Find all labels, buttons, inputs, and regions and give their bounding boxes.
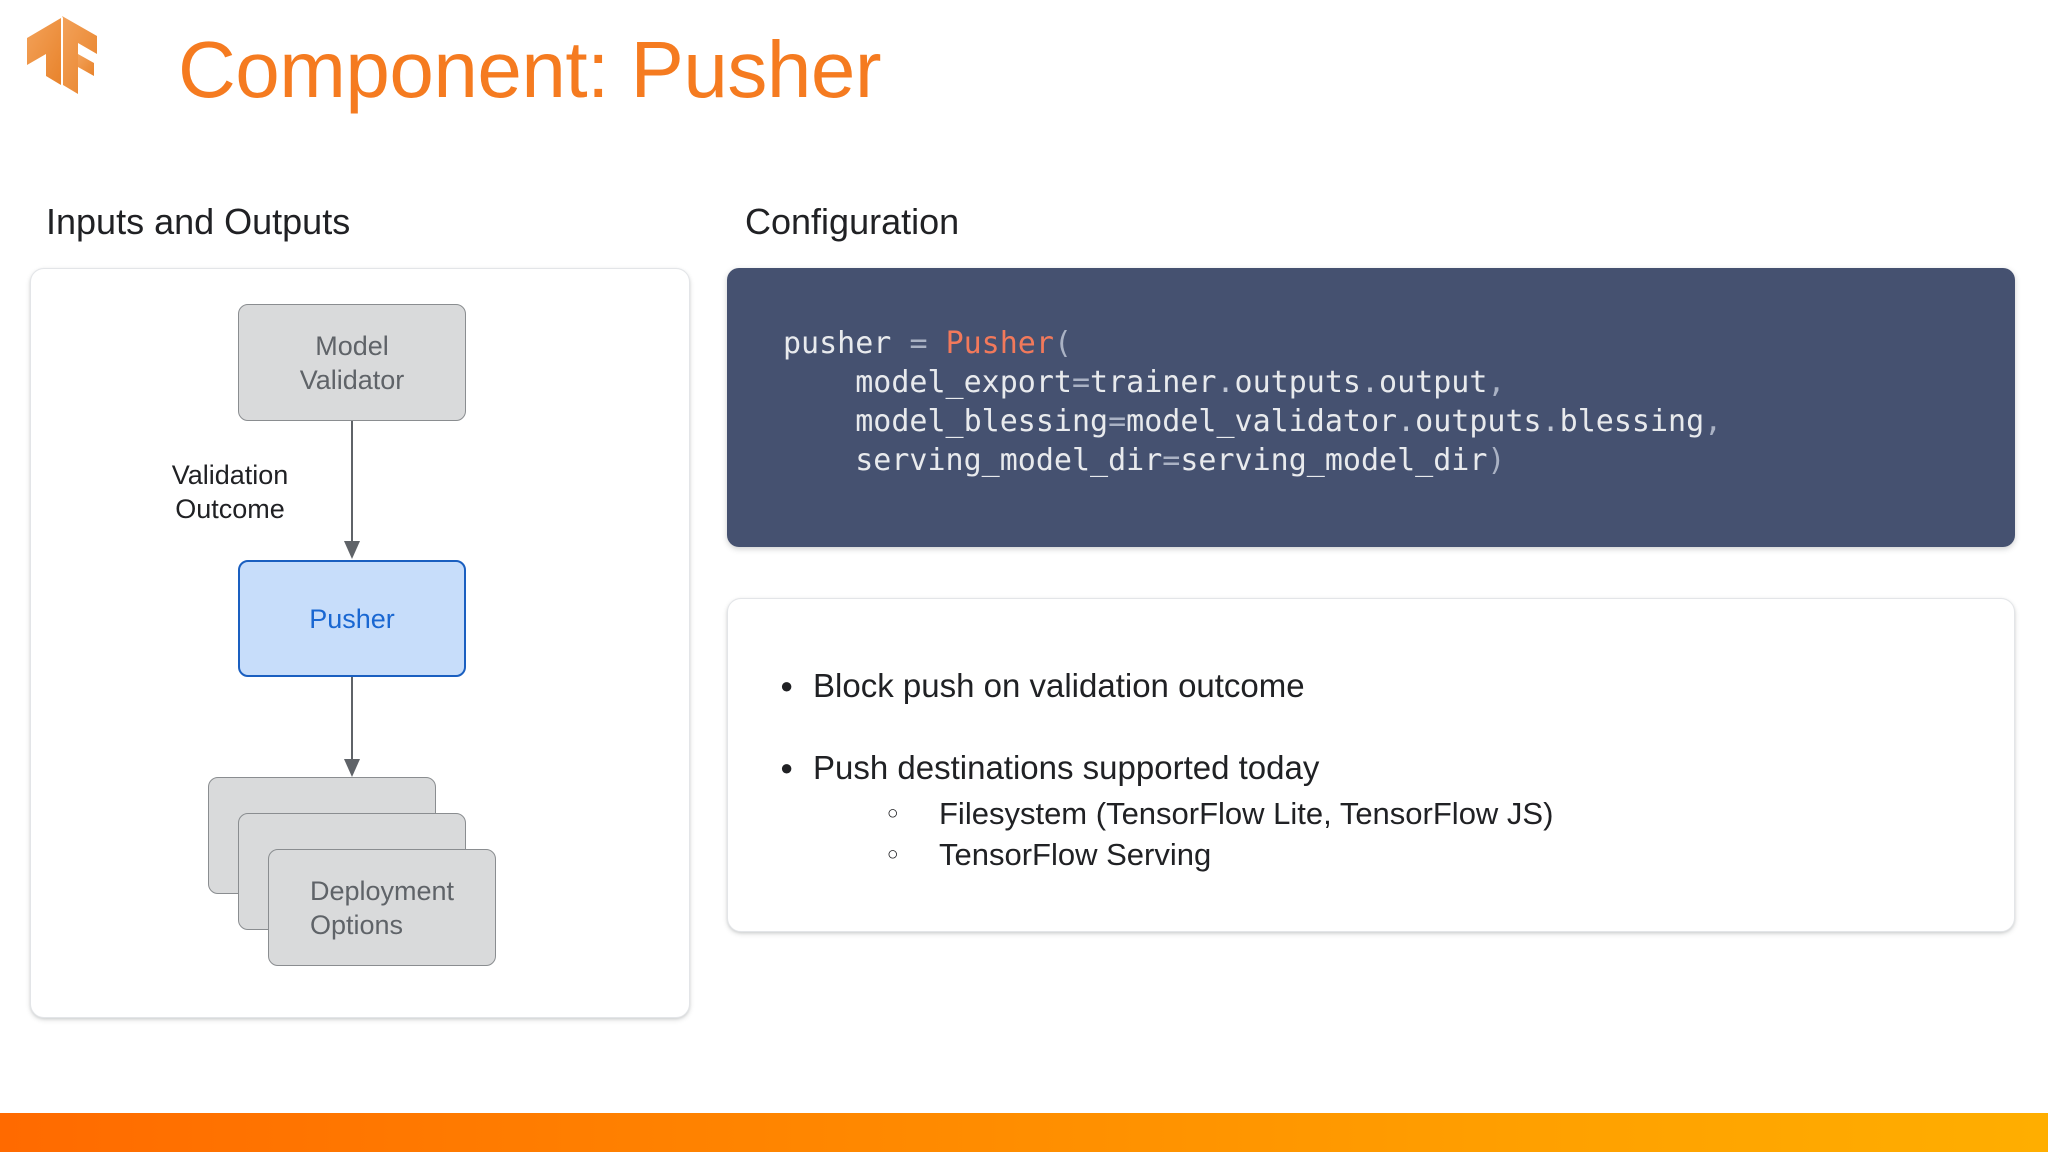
code-token: outputs xyxy=(1415,404,1542,439)
code-token: ( xyxy=(1053,326,1072,361)
tensorflow-logo-icon xyxy=(26,14,98,96)
code-token: . xyxy=(1360,365,1380,400)
code-token: = xyxy=(1108,404,1127,439)
list-item: ● Block push on validation outcome xyxy=(780,663,1974,709)
list-item: ● Push destinations supported today xyxy=(780,745,1974,791)
bullet-disc-icon: ● xyxy=(780,673,794,698)
bullet-circle-icon: ○ xyxy=(887,803,899,824)
code-token: = xyxy=(1162,443,1181,478)
code-token: , xyxy=(1704,404,1723,439)
code-token: serving_model_dir xyxy=(1180,443,1488,478)
code-token: pusher xyxy=(783,326,910,361)
code-token: model_blessing xyxy=(783,404,1109,439)
pusher-features-card: ● Block push on validation outcome ● Pus… xyxy=(727,598,2015,932)
code-token: model_validator xyxy=(1126,404,1398,439)
code-token: outputs xyxy=(1234,365,1361,400)
bullet-circle-icon: ○ xyxy=(887,844,899,865)
code-token: trainer xyxy=(1090,365,1217,400)
code-token-function: Pusher xyxy=(945,326,1054,361)
diagram-connectors xyxy=(344,421,360,777)
code-token: = xyxy=(909,326,946,361)
node-pusher-label: Pusher xyxy=(309,603,395,634)
node-label-line-2: Validator xyxy=(299,364,405,395)
code-token: model_export xyxy=(783,365,1072,400)
sub-list-item: ○ Filesystem (TensorFlow Lite, TensorFlo… xyxy=(887,793,1974,834)
page-title: Component: Pusher xyxy=(178,25,882,114)
bullet-disc-icon: ● xyxy=(780,755,794,780)
sub-list-item-label: TensorFlow Serving xyxy=(939,837,1212,872)
feature-bullet-list: ● Block push on validation outcome ● Pus… xyxy=(780,663,1974,875)
sub-list-item: ○ TensorFlow Serving xyxy=(887,834,1974,875)
code-token: . xyxy=(1397,404,1416,439)
section-heading-inputs-outputs: Inputs and Outputs xyxy=(46,201,351,242)
code-token: . xyxy=(1541,404,1560,439)
node-label-line-1: Deployment xyxy=(309,875,455,906)
section-heading-configuration: Configuration xyxy=(745,201,960,242)
edge-label-line-2: Outcome xyxy=(175,494,285,524)
code-token: ) xyxy=(1487,443,1506,478)
code-token: serving_model_dir xyxy=(783,443,1163,478)
node-model-validator-label: Model Validator xyxy=(300,329,405,397)
configuration-code-block: pusher = Pusher( model_export=trainer.ou… xyxy=(727,268,2015,547)
code-token: output xyxy=(1379,365,1488,400)
code-token: blessing xyxy=(1559,404,1705,439)
list-item-group: ● Push destinations supported today ○ Fi… xyxy=(780,745,1974,875)
sub-list-item-label: Filesystem (TensorFlow Lite, TensorFlow … xyxy=(939,796,1554,831)
edge-label-validation-outcome: Validation Outcome xyxy=(140,458,320,526)
node-deployment-options: Deployment Options xyxy=(268,849,496,966)
node-label-line-1: Model xyxy=(315,330,389,361)
node-model-validator: Model Validator xyxy=(238,304,466,421)
node-label-line-2: Options xyxy=(309,909,404,940)
list-item-label: Block push on validation outcome xyxy=(813,667,1305,704)
node-pusher: Pusher xyxy=(238,560,466,677)
footer-gradient-bar xyxy=(0,1113,2048,1152)
list-item-label: Push destinations supported today xyxy=(813,749,1320,786)
code-text: pusher = Pusher( model_export=trainer.ou… xyxy=(783,324,2015,480)
sub-list: ○ Filesystem (TensorFlow Lite, TensorFlo… xyxy=(780,793,1974,875)
pusher-flow-diagram: Model Validator Validation Outcome Pushe… xyxy=(30,268,690,1018)
node-deployment-options-label: Deployment Options xyxy=(310,874,454,942)
edge-label-line-1: Validation xyxy=(171,460,289,490)
code-token: . xyxy=(1216,365,1235,400)
code-token: , xyxy=(1487,365,1506,400)
code-token: = xyxy=(1071,365,1091,400)
